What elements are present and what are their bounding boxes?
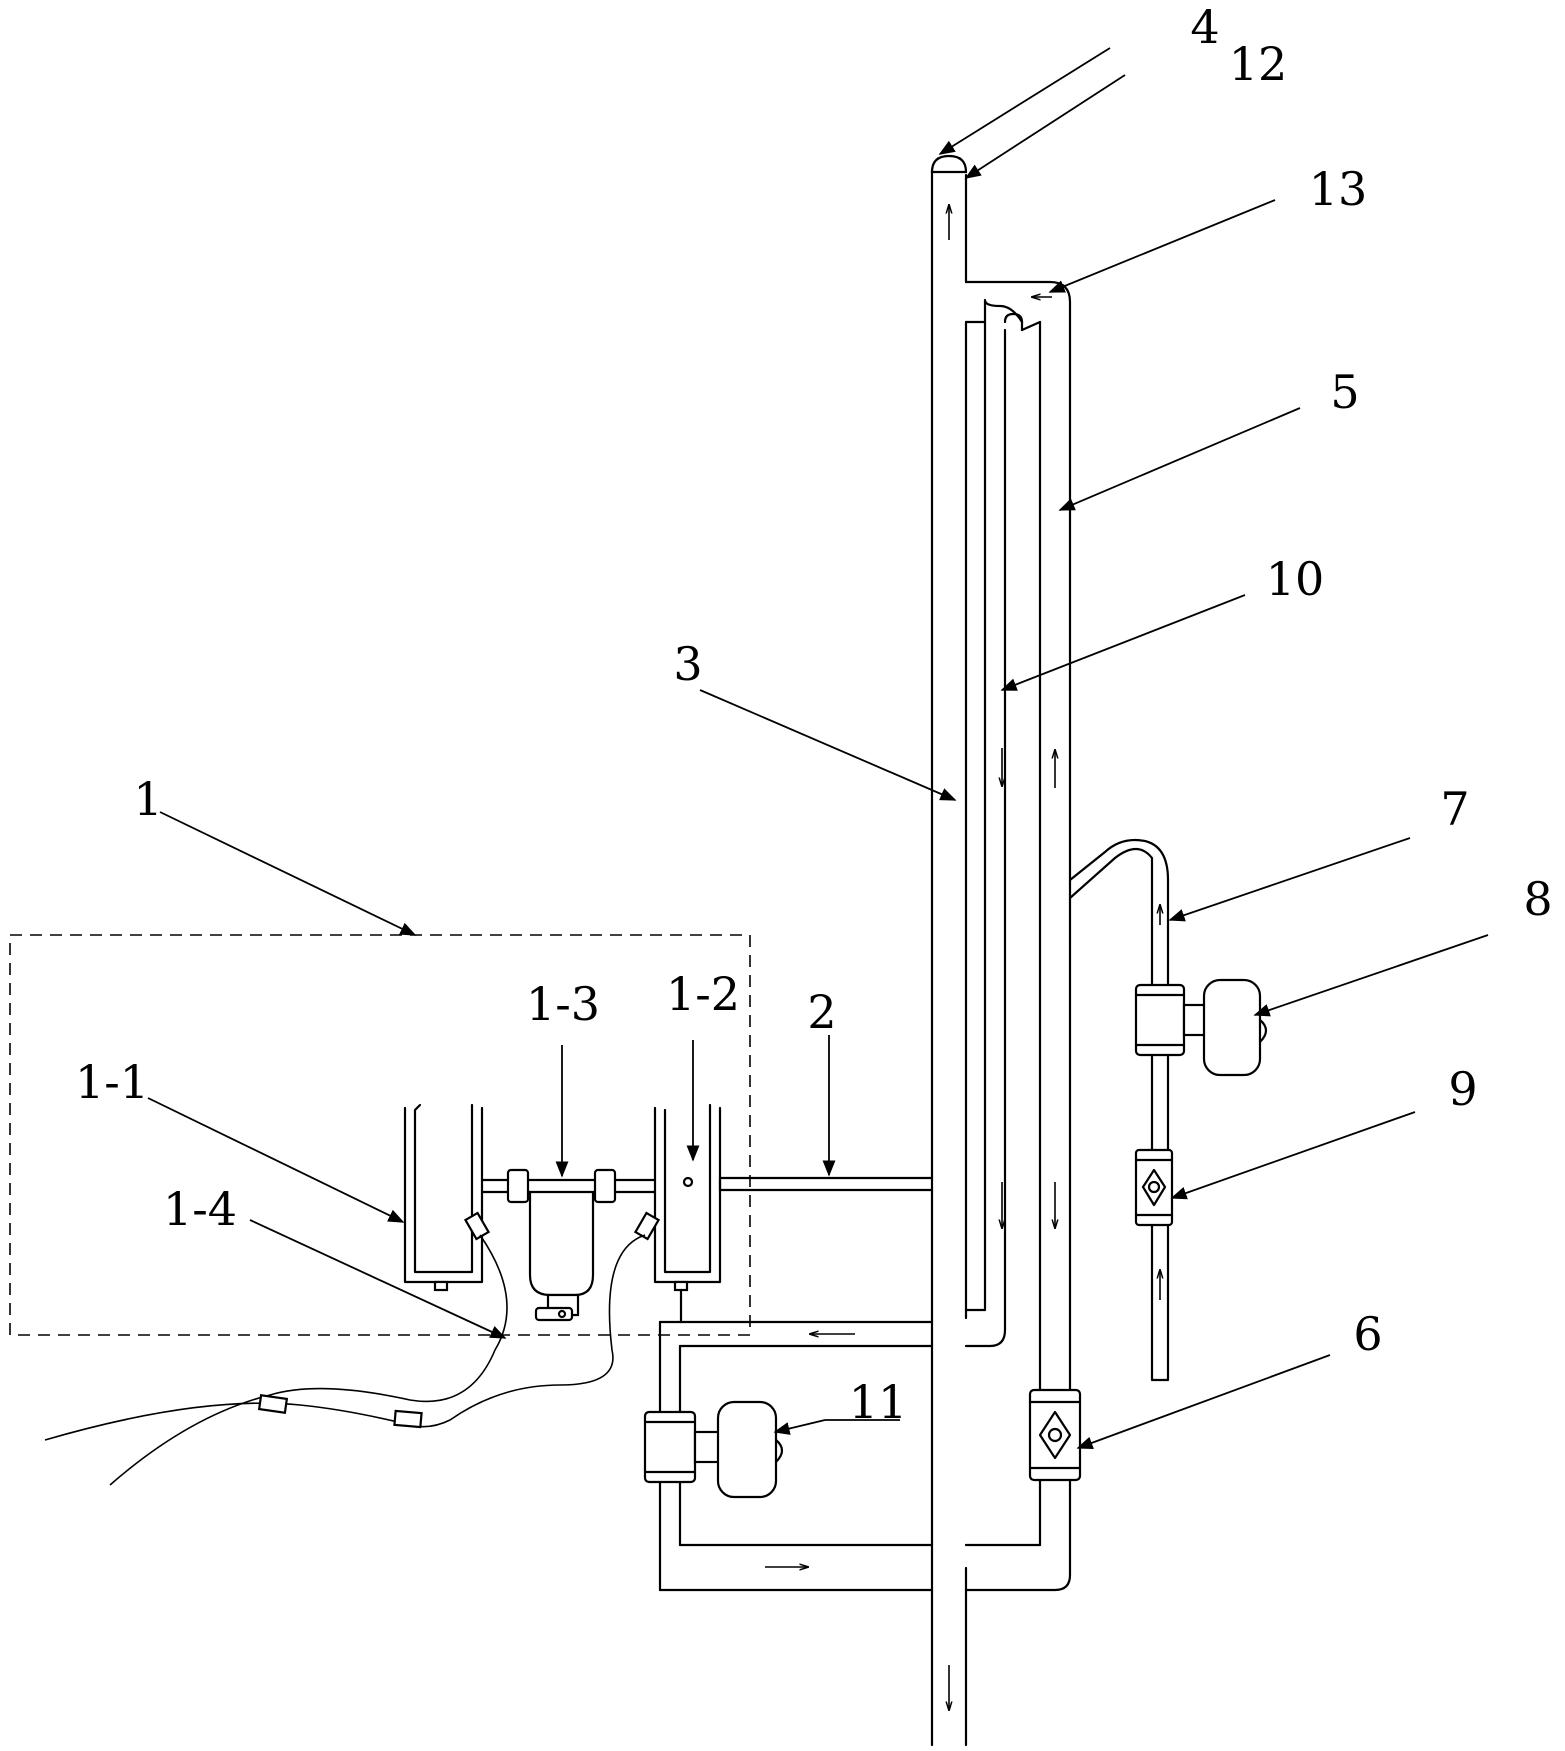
label-5: 5 xyxy=(1330,365,1359,419)
ball-valve-6 xyxy=(1028,1388,1082,1482)
branch-pipe-7 xyxy=(1068,838,1170,1382)
pipe-5 xyxy=(1020,320,1072,1492)
leader-lines xyxy=(147,47,1489,1450)
label-1-2: 1-2 xyxy=(666,967,740,1021)
label-3: 3 xyxy=(673,637,702,691)
label-1: 1 xyxy=(133,772,162,826)
pump-11 xyxy=(643,1400,784,1499)
label-8: 8 xyxy=(1523,872,1552,926)
ball-valve-9 xyxy=(1134,1148,1174,1227)
flow-arrows xyxy=(765,205,1160,1710)
top-cap xyxy=(930,154,968,174)
filter-1-3 xyxy=(480,1168,657,1322)
pipe-2 xyxy=(718,1176,934,1192)
label-9: 9 xyxy=(1448,1062,1477,1116)
top-header xyxy=(964,280,1072,940)
label-7: 7 xyxy=(1440,782,1469,836)
tank-1-2 xyxy=(633,1103,722,1324)
label-1-4: 1-4 xyxy=(163,1182,237,1236)
label-13: 13 xyxy=(1309,162,1368,216)
label-6: 6 xyxy=(1353,1307,1382,1361)
label-10: 10 xyxy=(1266,552,1325,606)
label-4: 4 xyxy=(1190,0,1219,54)
part-labels: 4 12 13 5 10 3 1 7 8 1-3 1-2 2 1-1 9 1-4… xyxy=(75,0,1553,1429)
label-1-1: 1-1 xyxy=(75,1055,149,1109)
motor-valve-8 xyxy=(1134,978,1268,1077)
assembly-1-boundary xyxy=(9,934,751,1336)
main-riser-pipe-3 xyxy=(930,168,968,1747)
return-pipe-10 xyxy=(964,312,1024,1348)
hose-1-4 xyxy=(44,1234,646,1486)
label-12: 12 xyxy=(1229,37,1288,91)
label-2: 2 xyxy=(807,985,836,1039)
tank-1-1 xyxy=(403,1103,491,1292)
label-11: 11 xyxy=(849,1375,908,1429)
label-1-3: 1-3 xyxy=(526,977,600,1031)
